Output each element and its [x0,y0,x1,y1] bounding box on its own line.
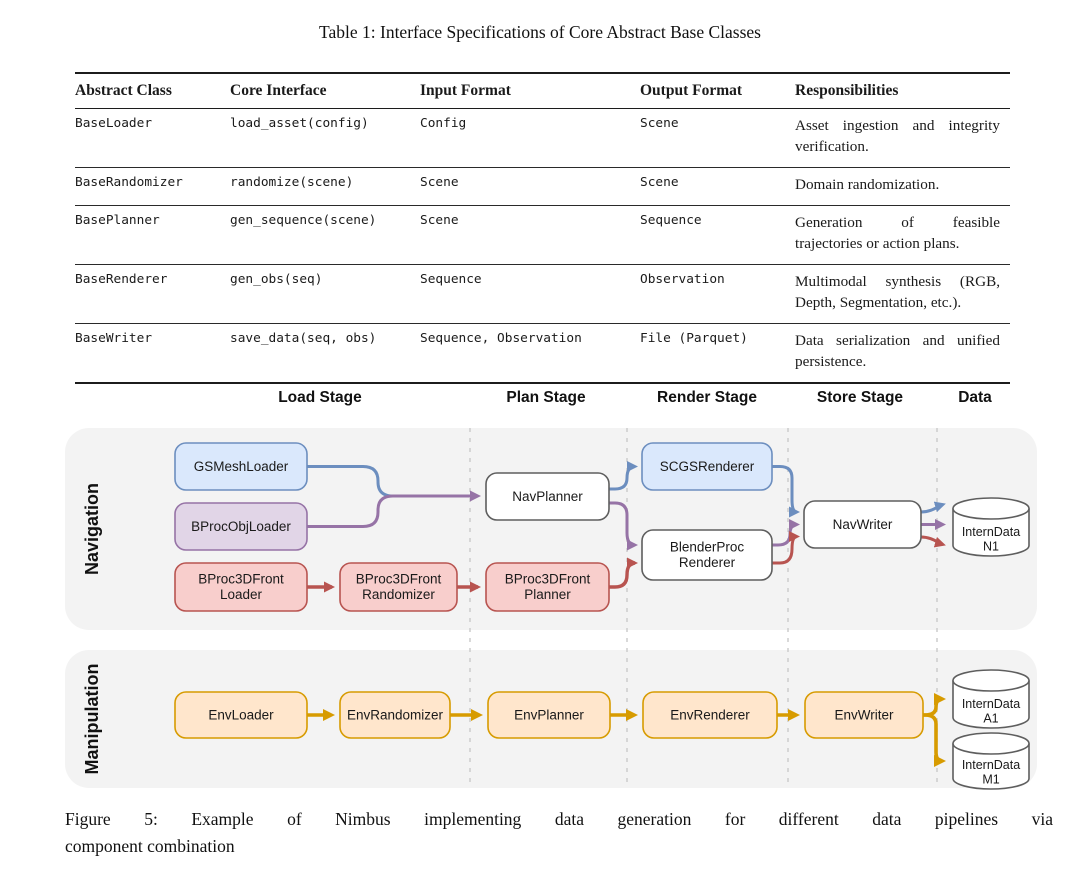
node-bprocobj-loader: BProcObjLoader [174,502,308,551]
navigation-panel [65,428,1037,630]
table-title: Table 1: Interface Specifications of Cor… [319,22,761,42]
node-env-randomizer: EnvRandomizer [339,691,451,739]
node-env-renderer: EnvRenderer [642,691,778,739]
node-label: EnvLoader [208,708,274,723]
arrow-gsmeshloader-merge [307,465,394,498]
node-label: EnvRandomizer [347,708,444,723]
node-label: SCGSRenderer [660,459,755,474]
row-label-manipulation: Manipulation [82,664,102,775]
table-cell-output-format: Scene [640,108,795,168]
column-header-input-format: Input Format [420,72,640,109]
node-env-planner: EnvPlanner [487,691,611,739]
column-header-output-format: Output Format [640,72,795,109]
table-cell-core-interface: randomize(scene) [230,167,420,206]
stage-header-render-stage: Render Stage [657,389,757,406]
table-cell-responsibilities: Data serialization and unified persisten… [795,323,1010,384]
table-cell-input-format: Sequence [420,264,640,324]
table-cell-input-format: Scene [420,205,640,265]
node-nav-planner: NavPlanner [485,472,610,521]
pipeline-figure: Load Stage Plan Stage Render Stage Store St… [0,385,1080,797]
table-cell-core-interface: gen_sequence(scene) [230,205,420,265]
stage-header-store-stage: Store Stage [817,389,904,406]
table-cell-core-interface: gen_obs(seq) [230,264,420,324]
table-cell-abstract-class: BaseLoader [75,108,230,168]
table-cell-input-format: Scene [420,167,640,206]
node-nav-writer: NavWriter [803,500,922,549]
column-header-abstract-class: Abstract Class [75,72,230,109]
stage-divider-lines [469,428,938,788]
figure-caption-line1: Figure 5: Example of Nimbus implementing… [65,809,1053,829]
table-cell-abstract-class: BaseRenderer [75,264,230,324]
node-label: GSMeshLoader [194,459,289,474]
arrow-navplanner-to-blenderproc [609,501,638,551]
table-cell-abstract-class: BasePlanner [75,205,230,265]
arrow-bprocobjloader-to-navplanner [307,490,481,528]
table-cell-abstract-class: BaseRandomizer [75,167,230,206]
arrow-planner-to-blenderproc [609,557,638,589]
node-env-loader: EnvLoader [174,691,308,739]
node-env-writer: EnvWriter [804,691,924,739]
table-cell-responsibilities: Domain randomization. [795,167,1010,206]
stage-header-load-stage: Load Stage [278,389,362,406]
stage-header-plan-stage: Plan Stage [506,389,586,406]
column-header-responsibilities: Responsibilities [795,72,1010,109]
node-label: NavPlanner [512,489,583,504]
stage-header-data: Data [958,389,992,406]
table-cell-core-interface: save_data(seq, obs) [230,323,420,384]
node-gsmesh-loader: GSMeshLoader [174,442,308,491]
node-label: EnvRenderer [670,708,750,723]
table-cell-output-format: Sequence [640,205,795,265]
figure-caption-line2: component combination [65,836,235,857]
table-cell-responsibilities: Generation of feasible trajectories or a… [795,205,1010,265]
arrow-navwriter-to-interndata-b [920,501,946,514]
node-label: EnvWriter [834,708,894,723]
row-label-navigation: Navigation [82,483,102,575]
table-cell-output-format: Observation [640,264,795,324]
figure-caption: Figure 5: Example of Nimbus implementing… [65,806,1053,860]
arrow-scgsrenderer-to-navwriter [772,465,800,518]
node-label: EnvPlanner [514,708,584,723]
node-label: BProcObjLoader [191,519,291,534]
arrow-envwriter-to-interndata-m1 [923,713,946,767]
column-header-core-interface: Core Interface [230,72,420,109]
table-cell-responsibilities: Asset ingestion and integrity verificati… [795,108,1010,168]
table-cell-responsibilities: Multimodal synthesis (RGB, Depth, Segmen… [795,264,1010,324]
table-cell-input-format: Sequence, Observation [420,323,640,384]
table-cell-output-format: Scene [640,167,795,206]
table-cell-abstract-class: BaseWriter [75,323,230,384]
arrow-navplanner-to-scgsrenderer [609,461,638,491]
table-cell-core-interface: load_asset(config) [230,108,420,168]
node-scgs-renderer: SCGSRenderer [641,442,773,491]
arrow-navwriter-to-interndata-r [920,535,946,548]
node-label: NavWriter [833,517,893,532]
table-cell-output-format: File (Parquet) [640,323,795,384]
arrow-blenderproc-to-navwriter-r [772,531,800,565]
table-cell-input-format: Config [420,108,640,168]
